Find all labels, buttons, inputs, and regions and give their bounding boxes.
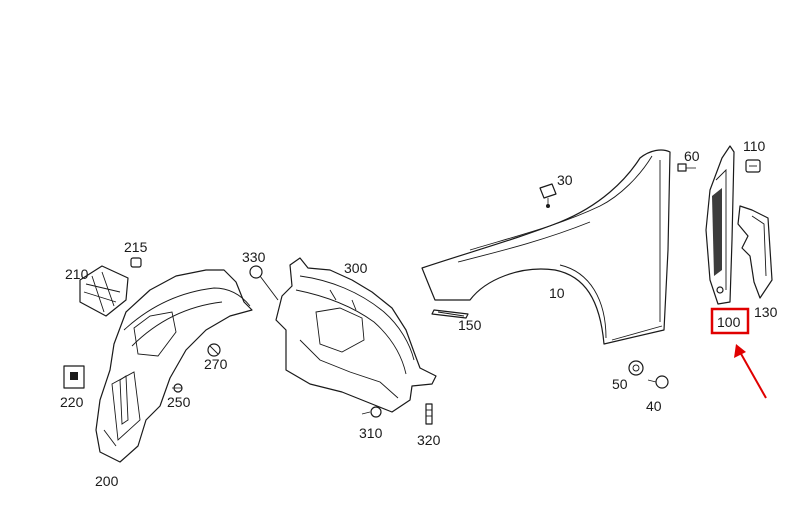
callout-300: 300	[344, 260, 368, 276]
wheel-liner-200-part[interactable]	[95, 269, 253, 463]
callout-60: 60	[684, 148, 700, 164]
bolt-40-part[interactable]	[647, 375, 669, 389]
callout-100[interactable]: 100	[717, 314, 741, 330]
grille-210-part[interactable]	[79, 265, 129, 317]
bracket-130-part[interactable]	[737, 205, 773, 299]
callout-10: 10	[549, 285, 565, 301]
callout-210: 210	[65, 266, 89, 282]
callout-40: 40	[646, 398, 662, 414]
callout-320: 320	[417, 432, 441, 448]
callout-215: 215	[124, 239, 148, 255]
callout-330: 330	[242, 249, 266, 265]
clip-30-part[interactable]	[539, 183, 557, 208]
callout-150: 150	[458, 317, 482, 333]
clip-215-part[interactable]	[130, 257, 142, 268]
callout-310: 310	[359, 425, 383, 441]
callout-30: 30	[557, 172, 573, 188]
callout-110: 110	[743, 138, 766, 154]
sensor-330-part[interactable]	[249, 265, 279, 301]
clip-310-part[interactable]	[361, 406, 382, 418]
callout-270: 270	[204, 356, 228, 372]
callout-50: 50	[612, 376, 628, 392]
highlight-box	[710, 307, 750, 335]
fender-part[interactable]	[421, 149, 671, 345]
screw-250-part[interactable]	[172, 383, 183, 393]
callout-130: 130	[754, 304, 778, 320]
seal-panel-part[interactable]	[705, 145, 735, 305]
callout-250: 250	[167, 394, 191, 410]
clip-320-part[interactable]	[425, 403, 433, 425]
fender-strip-part[interactable]	[431, 309, 469, 319]
pointer-arrow	[734, 344, 767, 399]
clip-270-part[interactable]	[207, 343, 221, 357]
callout-220: 220	[60, 394, 84, 410]
nut-50-part[interactable]	[628, 360, 644, 376]
bracket-220-part[interactable]	[63, 365, 85, 389]
clip-110-part[interactable]	[745, 159, 761, 173]
callout-200: 200	[95, 473, 119, 489]
screw-60-part[interactable]	[677, 163, 696, 172]
wheel-liner-300-part[interactable]	[275, 257, 437, 413]
